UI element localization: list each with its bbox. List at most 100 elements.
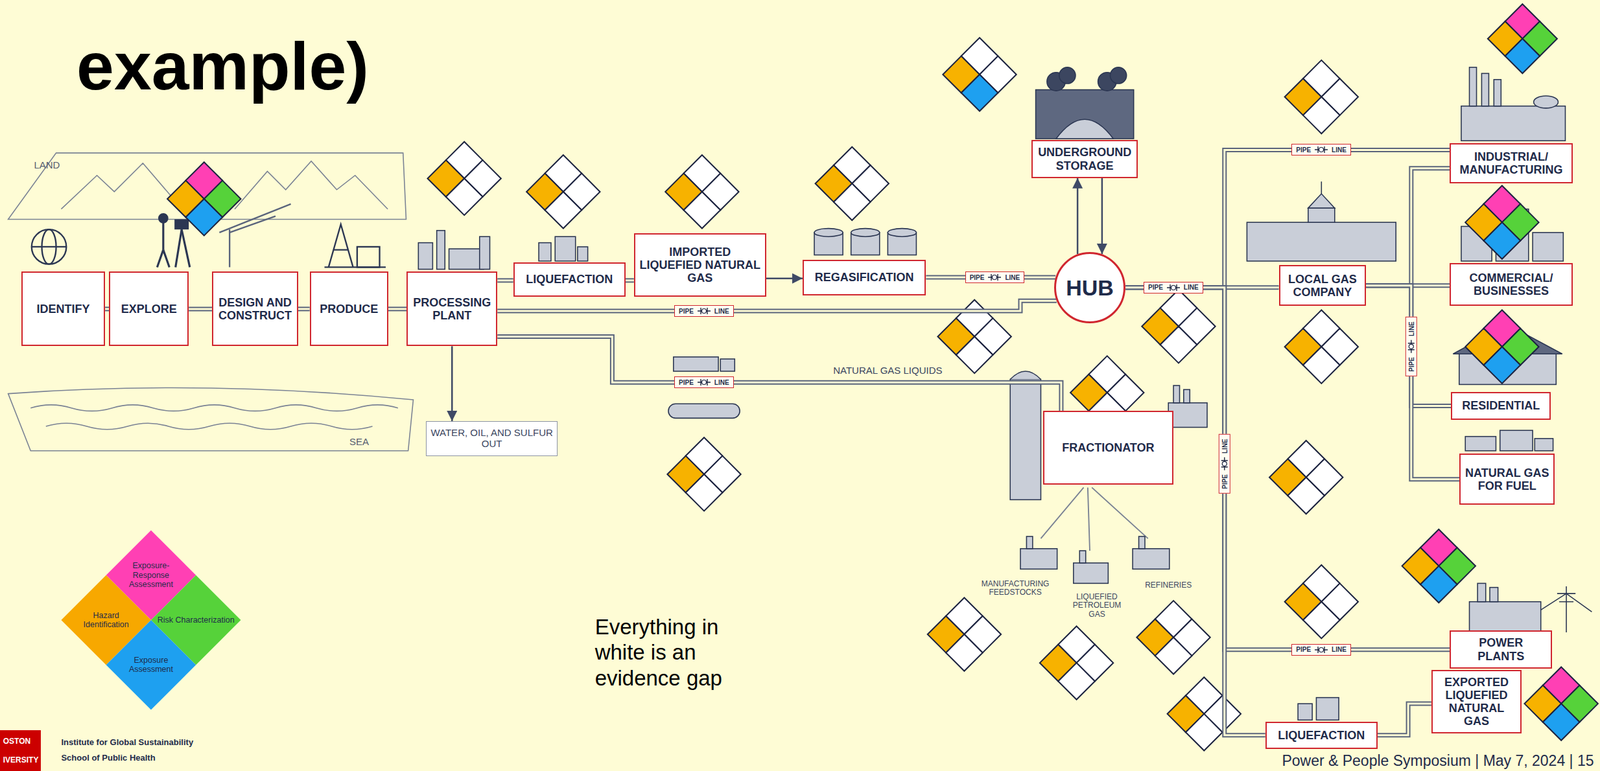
vehicle-icons — [1534, 438, 1553, 452]
pipeline-connector — [388, 308, 407, 310]
risk-diamond — [167, 162, 241, 236]
pipe-outer — [388, 306, 407, 312]
pipe-outer — [1125, 287, 1266, 736]
diamond-quadrant — [1542, 704, 1580, 742]
pipe-outer — [1365, 285, 1460, 480]
truck-train-icons — [668, 357, 740, 419]
processing-plant-icon — [418, 230, 490, 270]
liquefaction-plant-icon — [1297, 704, 1313, 721]
liquefaction-plant-icon — [538, 243, 552, 262]
leader-lines — [1040, 487, 1148, 552]
pipe-text: PIPE — [1220, 474, 1228, 490]
diamond-quadrant — [1483, 346, 1521, 384]
diamond-quadrant — [961, 74, 999, 112]
pipe-badge: PIPELINE — [1405, 317, 1418, 377]
node-label: POWER PLANTS — [1454, 636, 1547, 663]
valve-icon — [1314, 647, 1328, 654]
pipe-badge: PIPELINE — [965, 271, 1025, 284]
fractionator-tower — [1010, 379, 1041, 501]
node-label: UNDERGROUND STORAGE — [1036, 145, 1133, 172]
pipe-inner — [1365, 285, 1451, 407]
globe-icon — [31, 229, 67, 265]
pipe-text: PIPE — [969, 274, 985, 282]
pipe-inner — [497, 300, 1057, 312]
surveyor-icon — [163, 250, 170, 268]
arrow-line — [766, 277, 803, 280]
valve-icon — [1319, 647, 1324, 653]
pipe-inner — [188, 307, 212, 310]
pipe-badge: PIPELINE — [1218, 434, 1231, 495]
valve-icon — [1408, 340, 1415, 354]
slide-title: example) — [76, 32, 369, 100]
rig-icon — [324, 266, 386, 268]
risk-diamond — [1524, 667, 1599, 741]
node-label: EXPLORE — [121, 302, 177, 316]
sea-outline — [8, 388, 414, 452]
power-plant-icon — [1477, 583, 1486, 602]
local-gas-building — [1308, 208, 1335, 223]
pipeline-connector — [1101, 178, 1103, 255]
sea-outline — [30, 405, 399, 412]
diamond-quadrant — [1420, 566, 1458, 604]
valve-icon — [992, 275, 998, 281]
industrial-building — [1493, 79, 1501, 107]
node-label: IMPORTED LIQUEFIED NATURAL GAS — [639, 245, 762, 285]
sea-outline — [8, 388, 414, 452]
rig-icon — [324, 224, 386, 268]
process-box: PROCESSING PLANT — [406, 271, 498, 347]
product-factories — [1020, 549, 1058, 570]
end-use-box: POWER PLANTS — [1449, 630, 1553, 669]
local-gas-building — [1321, 181, 1323, 194]
surveyor-icon — [162, 222, 165, 251]
pipeline-connector — [298, 308, 310, 310]
underground-storage-icon — [1035, 90, 1134, 140]
pipeline-connector — [1365, 168, 1450, 286]
crane-icon — [229, 216, 276, 233]
node-label: HUB — [1065, 275, 1114, 301]
industrial-building — [1461, 106, 1566, 142]
valve-icon — [1220, 457, 1229, 472]
pipe-text: LINE — [1407, 321, 1415, 337]
node-label: REGASIFICATION — [814, 270, 915, 284]
valve-icon — [987, 273, 1002, 282]
fractionator-factory — [1173, 385, 1180, 404]
valve-icon — [1408, 344, 1414, 350]
valve-icon — [1314, 646, 1329, 655]
diamond-quadrant — [185, 199, 223, 236]
diamond-quadrant — [1160, 326, 1198, 364]
arrow-line — [1076, 178, 1079, 255]
diamond-quadrant — [1185, 714, 1223, 752]
valve-icon — [1166, 284, 1180, 292]
local-gas-building — [1246, 181, 1396, 262]
diamond-quadrant — [685, 474, 723, 512]
commercial-buildings — [1532, 232, 1564, 262]
fractionator-factory — [1183, 389, 1190, 403]
process-box: LIQUEFACTION — [513, 262, 626, 298]
pipe-outer — [1125, 287, 1450, 651]
pipe-outer — [298, 306, 310, 312]
pipe-text: PIPE — [1295, 646, 1311, 654]
underground-storage-icon — [1035, 67, 1134, 139]
diamond-quadrant — [1303, 602, 1341, 640]
note-text: Everything in white is an evidence gap — [595, 614, 771, 692]
risk-diamond — [1487, 3, 1558, 74]
university-logo — [0, 730, 41, 771]
end-use-box: NATURAL GAS FOR FUEL — [1459, 453, 1555, 506]
diamond-quadrant — [683, 191, 721, 229]
surveyor-icon — [156, 214, 190, 268]
underground-storage-icon — [1056, 119, 1114, 139]
node-label: LIQUEFACTION — [1277, 729, 1365, 743]
logo-text: OSTON — [3, 737, 31, 747]
process-box: DESIGN AND CONSTRUCT — [211, 271, 299, 347]
pipeline-connector — [1077, 178, 1079, 255]
legend-label: Exposure-Response Assessment — [117, 561, 185, 590]
legend-label: Risk Characterization — [147, 615, 245, 625]
industrial-building — [1481, 73, 1489, 106]
risk-diamond — [927, 597, 1001, 671]
arrow-line — [451, 346, 454, 422]
industrial-building — [1469, 67, 1477, 107]
local-gas-building — [1246, 222, 1396, 262]
processing-plant-icon — [418, 243, 433, 270]
valve-icon — [701, 309, 706, 314]
